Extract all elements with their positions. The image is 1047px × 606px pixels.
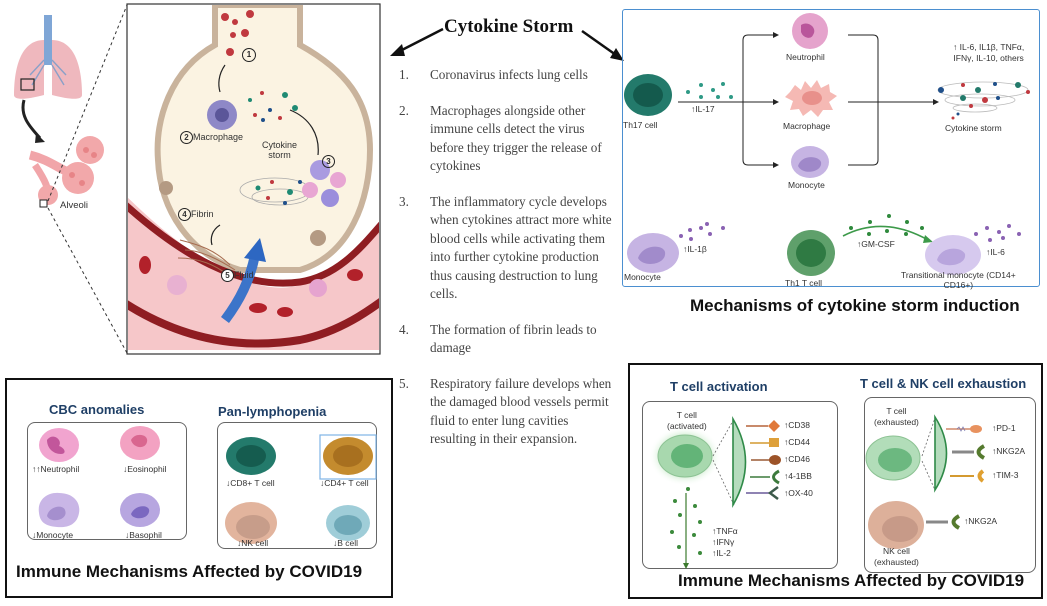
exhausted-t-cell-label: T cell (exhausted) <box>874 406 919 427</box>
immune-left-panel: CBC anomalies Pan-lymphopenia ↑↑Neutroph… <box>5 378 393 598</box>
cytokine-storm-label: Cytokine storm <box>262 140 298 160</box>
marker-label: ↑4-1BB <box>784 471 812 481</box>
alveoli-label: Alveoli <box>60 200 88 211</box>
exhaustion-marker-label: ↑NKG2A <box>992 446 1026 456</box>
nk-marker-label: ↑NKG2A <box>964 516 998 526</box>
activation-title: T cell activation <box>670 379 768 394</box>
page-title: Cytokine Storm <box>444 16 574 37</box>
lung-illustration <box>14 3 381 355</box>
macrophage-cell-label: Macrophage <box>783 121 831 131</box>
cytokine-storm-icon <box>937 81 1030 120</box>
il17-label: ↑IL-17 <box>691 104 715 114</box>
th1-label: Th1 T cell <box>785 278 823 288</box>
immune-right-caption: Immune Mechanisms Affected by COVID19 <box>678 571 1025 590</box>
monocyte-left-label: Monocyte <box>624 272 661 282</box>
neutrophil-label: Neutrophil <box>786 52 825 62</box>
gmcsf-label: ↑GM-CSF <box>857 239 895 249</box>
cbc-cell-label: ↓Basophil <box>125 530 162 540</box>
steps-list: 1.Coronavirus infects lung cells 2.Macro… <box>398 66 613 466</box>
arrow-right-icon <box>581 29 617 57</box>
lungs-icon <box>14 15 82 99</box>
ox40-icon <box>767 486 779 500</box>
cd44-icon <box>769 438 779 447</box>
alveoli-icon <box>28 136 104 208</box>
exhaustion-box <box>864 397 1036 573</box>
cd46-icon <box>769 455 781 465</box>
cbc-cell-label: ↓Eosinophil <box>123 464 167 474</box>
activation-box <box>642 401 838 569</box>
marker-label: ↑CD46 <box>784 454 810 464</box>
pan-cell-label: ↓NK cell <box>237 538 269 548</box>
pan-title: Pan-lymphopenia <box>218 404 327 419</box>
activation-cytokines: ↑TNFα ↑IFNγ ↑IL-2 <box>712 526 738 558</box>
pan-cell-label: ↓CD8+ T cell <box>226 478 275 488</box>
step-item: 4.The formation of fibrin leads to damag… <box>399 321 597 356</box>
pan-cell-label: ↓CD4+ T cell <box>320 478 369 488</box>
alveolus-sac <box>154 5 374 273</box>
pan-cell-label: ↓B cell <box>333 538 359 548</box>
step-item: 2.Macrophages alongside other immune cel… <box>399 102 602 174</box>
monocyte-label: Monocyte <box>788 180 825 190</box>
step-item: 3.The inflammatory cycle develops when c… <box>399 193 612 302</box>
step-item: 5.Respiratory failure develops when the … <box>399 375 612 447</box>
mechanisms-caption: Mechanisms of cytokine storm induction <box>690 296 1020 315</box>
tim3-icon <box>977 469 985 483</box>
exhaustion-marker-label: ↑PD-1 <box>992 423 1016 433</box>
membrane-icon <box>732 416 747 508</box>
immune-right-panel: T cell activation T cell & NK cell exhau… <box>628 363 1043 599</box>
transitional-monocyte-label: Transitional monocyte (CD14+ CD16+) <box>901 270 1016 290</box>
4-1bb-icon <box>772 469 780 485</box>
il1b-label: ↑IL-1β <box>683 244 707 254</box>
activated-t-cell-label: T cell (activated) <box>667 410 707 431</box>
cytokine-storm-label: Cytokine storm <box>945 123 1002 133</box>
arrow-left-icon <box>397 27 444 54</box>
marker-label: ↑OX-40 <box>784 488 813 498</box>
cbc-box <box>27 422 187 540</box>
cytokines-label: ↑ IL-6, IL1β, TNFα, IFNγ, IL-10, others <box>953 42 1025 63</box>
step-item: 1.Coronavirus infects lung cells <box>399 67 588 82</box>
nkg2a-icon <box>976 444 986 460</box>
cbc-cell-label: ↓Monocyte <box>32 530 74 540</box>
cbc-title: CBC anomalies <box>49 402 145 417</box>
exhaustion-marker-label: ↑TIM-3 <box>992 470 1019 480</box>
il6-label: ↑IL-6 <box>986 247 1005 257</box>
mechanisms-panel: Th17 cell ↑IL-17 Neutrophil Macrophage M… <box>622 9 1040 290</box>
step-marker-3: 3 <box>322 151 335 169</box>
fluid-arrow-icon <box>220 253 260 323</box>
cbc-cell-label: ↑↑Neutrophil <box>32 464 80 474</box>
step-marker-1: 1 <box>242 44 256 62</box>
nk-nkg2a-icon <box>951 514 961 530</box>
marker-label: ↑CD38 <box>784 420 810 430</box>
vessel-wall <box>128 202 379 287</box>
marker-label: ↑CD44 <box>784 437 810 447</box>
pd1-icon <box>970 425 982 433</box>
zoom-arrow-icon <box>21 99 42 140</box>
immune-left-caption: Immune Mechanisms Affected by COVID19 <box>16 562 363 581</box>
cd38-icon <box>768 420 780 432</box>
exhaustion-title: T cell & NK cell exhaustion <box>860 376 1027 391</box>
pan-box <box>217 422 377 549</box>
nk-cell-label: NK cell (exhausted) <box>874 546 919 567</box>
th17-label: Th17 cell <box>623 120 658 130</box>
